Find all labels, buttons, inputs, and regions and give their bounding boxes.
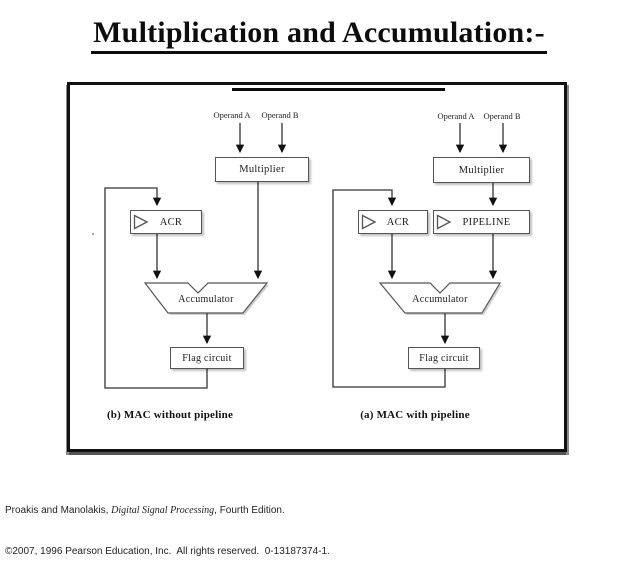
right-multiplier-label: Multiplier <box>458 164 505 176</box>
left-multiplier-label: Multiplier <box>239 164 285 175</box>
footer-line1-pre: Proakis and Manolakis, <box>5 505 112 516</box>
diagram-connectors <box>104 123 508 389</box>
right-caption: (a) MAC with pipeline <box>360 409 470 421</box>
footer-attribution: Proakis and Manolakis, Digital Signal Pr… <box>5 477 330 572</box>
left-acr-label: ACR <box>159 216 183 228</box>
slide-title-text: Multiplication and Accumulation:- <box>91 16 547 54</box>
footer-book-title: Digital Signal Processing <box>111 505 215 516</box>
right-feedback-loop <box>332 189 446 388</box>
left-acr-box: ACR <box>130 210 202 234</box>
clock-input-icon <box>133 214 149 230</box>
left-flag-circuit-box: Flag circuit <box>170 347 244 369</box>
clock-input-icon <box>436 214 452 230</box>
left-feedback-loop <box>104 187 208 389</box>
left-accumulator-shape <box>143 282 269 314</box>
right-flag-circuit-label: Flag circuit <box>419 352 469 364</box>
left-flag-circuit-label: Flag circuit <box>182 352 232 364</box>
right-acr-label: ACR <box>386 216 410 228</box>
footer-line2: ©2007, 1996 Pearson Education, Inc. All … <box>5 545 330 557</box>
right-flag-circuit-box: Flag circuit <box>408 347 480 369</box>
scan-dot-artifact <box>92 233 94 235</box>
diagram-frame: Operand A Operand B Multiplier ACR Accum… <box>67 82 567 452</box>
right-pipeline-box: PIPELINE <box>433 210 530 234</box>
right-accumulator-shape <box>378 282 502 314</box>
left-multiplier-box: Multiplier <box>215 157 309 182</box>
right-diagram-wires <box>332 123 508 388</box>
right-accumulator-label: Accumulator <box>412 294 468 305</box>
right-operand-a-label: Operand A <box>437 111 475 121</box>
right-acr-box: ACR <box>358 210 428 234</box>
left-accumulator-label: Accumulator <box>178 294 234 305</box>
clock-input-icon <box>361 214 377 230</box>
right-multiplier-box: Multiplier <box>433 157 530 183</box>
diagram-canvas: Operand A Operand B Multiplier ACR Accum… <box>70 85 564 449</box>
left-caption: (b) MAC without pipeline <box>106 409 234 421</box>
left-operand-b-label: Operand B <box>261 110 299 120</box>
footer-line1: Proakis and Manolakis, Digital Signal Pr… <box>5 504 330 518</box>
left-diagram-wires <box>104 123 287 389</box>
slide-title: Multiplication and Accumulation:- <box>0 16 638 54</box>
right-operand-b-label: Operand B <box>483 111 521 121</box>
left-operand-a-label: Operand A <box>213 110 251 120</box>
right-pipeline-label: PIPELINE <box>462 216 511 228</box>
partial-rule-artifact <box>232 88 445 91</box>
footer-line1-post: , Fourth Edition. <box>214 505 285 516</box>
